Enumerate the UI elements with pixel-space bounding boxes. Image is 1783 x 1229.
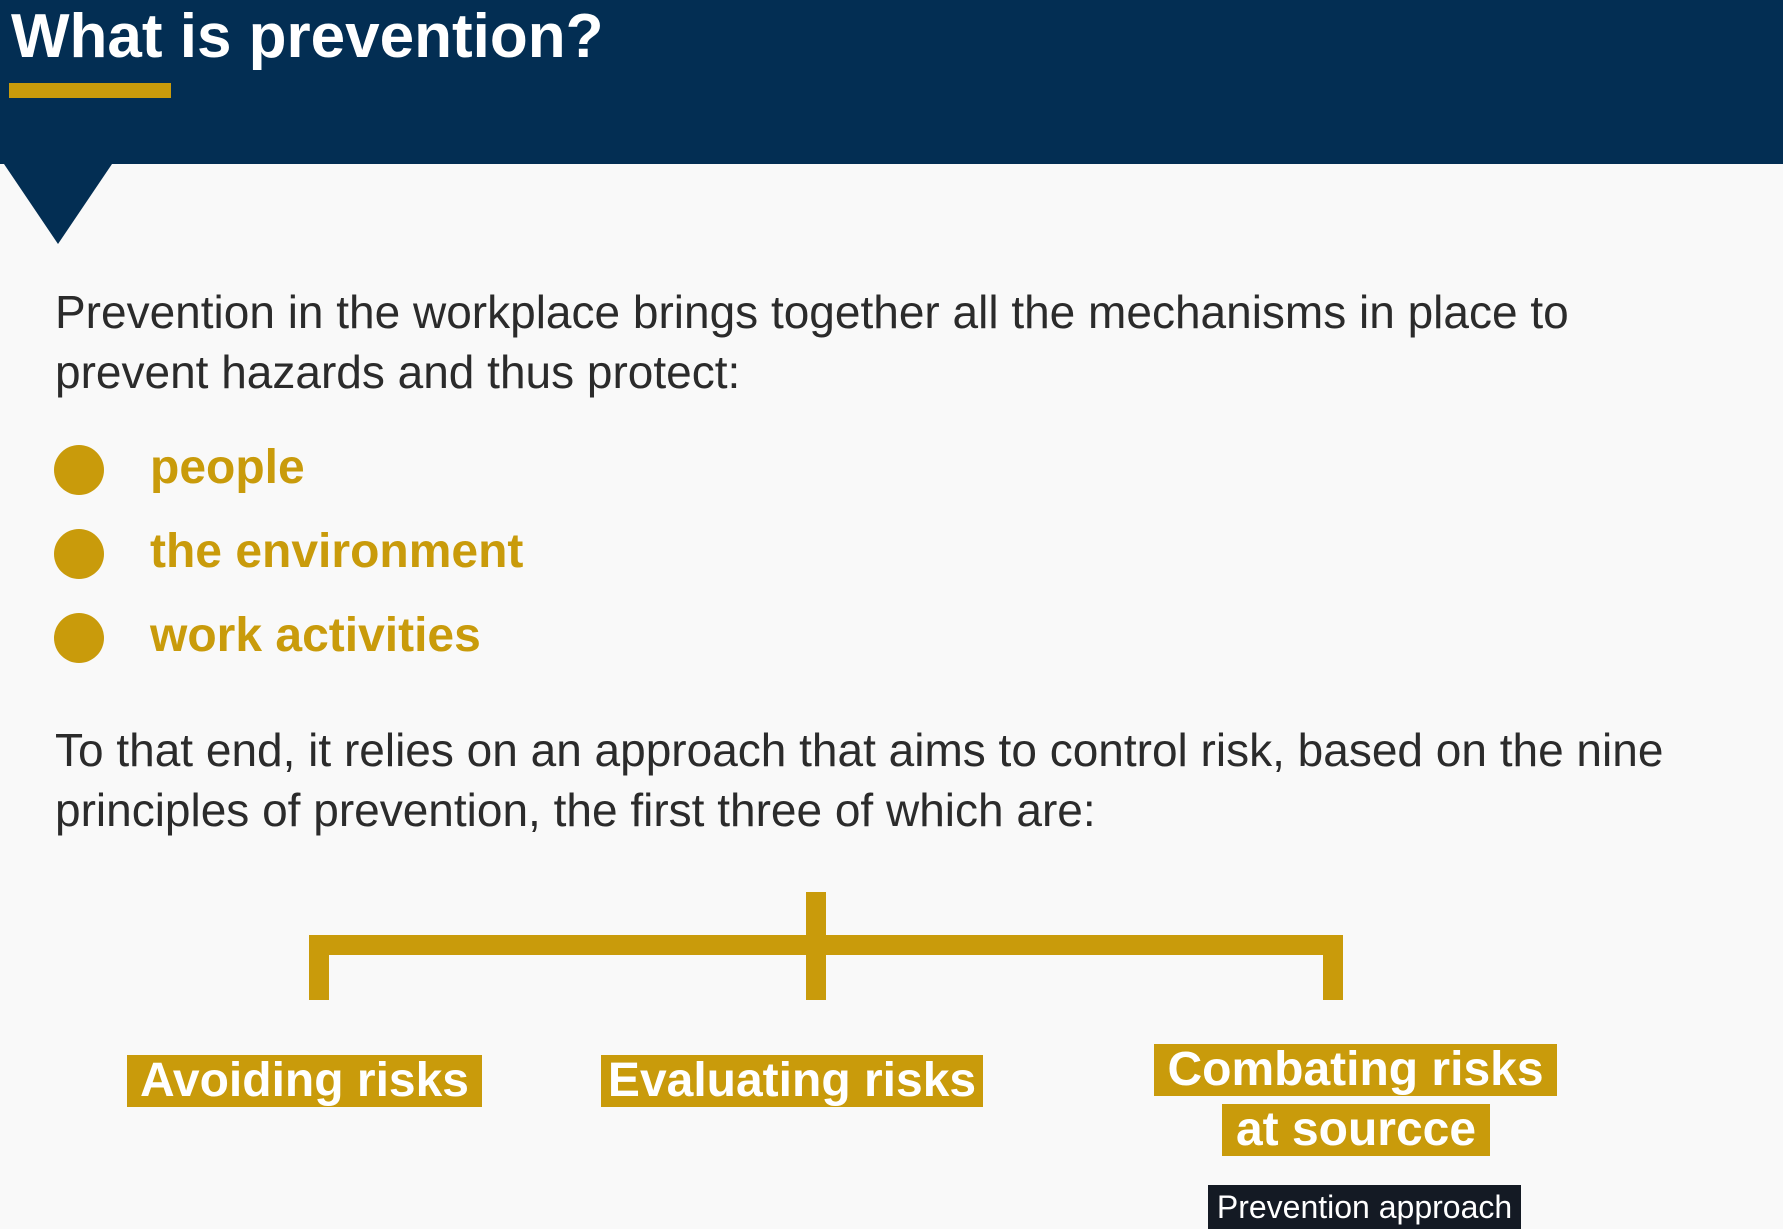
title-underline [9, 83, 171, 98]
principle-combating-risks-line1: Combating risks [1154, 1044, 1557, 1096]
approach-paragraph: To that end, it relies on an approach th… [55, 724, 1664, 836]
tooltip-prevention-approach: Prevention approach [1208, 1185, 1521, 1229]
principle-avoiding-risks: Avoiding risks [127, 1055, 482, 1107]
principle-combating-risks-line2: at sourcce [1222, 1104, 1490, 1156]
bullet-dot-icon [54, 445, 104, 495]
list-item-label: people [150, 441, 305, 494]
principle-evaluating-risks: Evaluating risks [601, 1055, 983, 1107]
list-item-label: work activities [150, 609, 481, 662]
bracket-center-stem [806, 892, 826, 1000]
header-banner: What is prevention? [0, 0, 1783, 164]
intro-paragraph: Prevention in the workplace brings toget… [55, 286, 1569, 398]
list-item-label: the environment [150, 525, 524, 578]
page-title: What is prevention? [11, 2, 604, 71]
bracket-right-leg [1323, 935, 1343, 1000]
bracket-horizontal-bar [309, 935, 1343, 955]
bracket-left-leg [309, 935, 329, 1000]
bullet-dot-icon [54, 529, 104, 579]
bullet-dot-icon [54, 613, 104, 663]
header-pointer-triangle [4, 164, 112, 244]
